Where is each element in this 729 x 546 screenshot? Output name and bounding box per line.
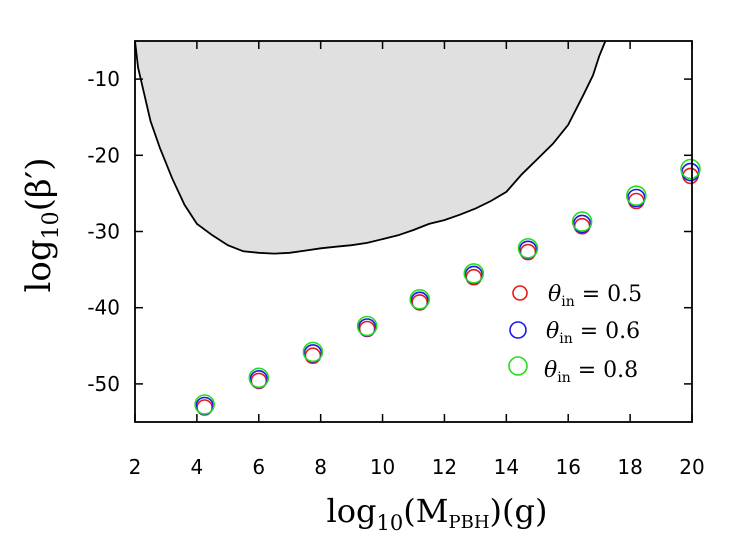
- legend-sub-1: in: [559, 331, 573, 347]
- y-axis-title-arg: (β′): [19, 157, 59, 211]
- y-tick-label: -10: [87, 67, 120, 91]
- data-point-series-2: [517, 238, 539, 259]
- x-tick-label: 14: [494, 455, 519, 479]
- legend-marker-0: [512, 285, 528, 301]
- x-axis-title-sub: 10: [377, 511, 404, 535]
- legend-label-0: θin = 0.5: [548, 282, 642, 310]
- data-point-series-2: [571, 211, 593, 232]
- excluded-region-boundary: [134, 40, 607, 255]
- x-axis-title: log10(MPBH)(g): [327, 492, 548, 535]
- data-point-series-2: [194, 394, 215, 415]
- x-tick-label: 10: [370, 455, 395, 479]
- x-axis-title-tail: )(g): [490, 492, 548, 530]
- legend-label-1: θin = 0.6: [546, 319, 640, 347]
- y-tick-label: -20: [87, 143, 120, 167]
- legend-theta-0: θ: [548, 282, 561, 307]
- x-tick-label: 18: [617, 455, 642, 479]
- x-axis-title-base: log: [327, 492, 377, 530]
- y-tick-label: -40: [87, 296, 120, 320]
- x-tick-label: 20: [679, 455, 704, 479]
- x-tick-label: 16: [555, 455, 580, 479]
- data-point-series-2: [625, 185, 647, 206]
- y-axis-title-sub: 10: [39, 211, 64, 239]
- markers-layer: [194, 158, 701, 416]
- x-tick-label: 8: [314, 455, 327, 479]
- legend-label-2: θin = 0.8: [544, 358, 638, 386]
- data-point-series-2: [356, 315, 378, 337]
- data-point-series-2: [302, 341, 324, 363]
- y-axis-title-base: log: [19, 239, 59, 292]
- x-tick-label: 12: [432, 455, 457, 479]
- legend-theta-2: θ: [544, 358, 557, 383]
- y-axis-title: log10(β′): [19, 157, 64, 292]
- excluded-region-layer: [134, 40, 607, 255]
- axis-ticks: 2 4 6 8 10 12 14 16 18 20 -10 -20 -30 -40 -50: [87, 41, 705, 479]
- legend: θin = 0.5 θin = 0.6 θin = 0.8: [508, 282, 642, 386]
- legend-value-1: = 0.6: [573, 319, 640, 344]
- x-tick-label: 4: [191, 455, 204, 479]
- x-axis-title-argsub: PBH: [448, 512, 489, 533]
- data-point-series-2: [680, 158, 701, 180]
- x-tick-label: 6: [252, 455, 265, 479]
- data-point-series-2: [409, 288, 431, 310]
- legend-value-2: = 0.8: [571, 358, 638, 383]
- legend-theta-1: θ: [546, 319, 559, 344]
- x-axis-title-arg: (M: [403, 492, 448, 530]
- y-tick-label: -30: [87, 220, 120, 244]
- excluded-region: [135, 41, 606, 254]
- x-tick-label: 2: [129, 455, 142, 479]
- legend-marker-1: [509, 321, 527, 339]
- data-point-series-2: [463, 263, 485, 284]
- legend-sub-0: in: [561, 294, 575, 310]
- data-point-series-2: [248, 367, 270, 389]
- legend-sub-2: in: [557, 370, 571, 386]
- y-tick-label: -50: [87, 372, 120, 396]
- legend-value-0: = 0.5: [575, 282, 642, 307]
- legend-marker-2: [508, 356, 528, 376]
